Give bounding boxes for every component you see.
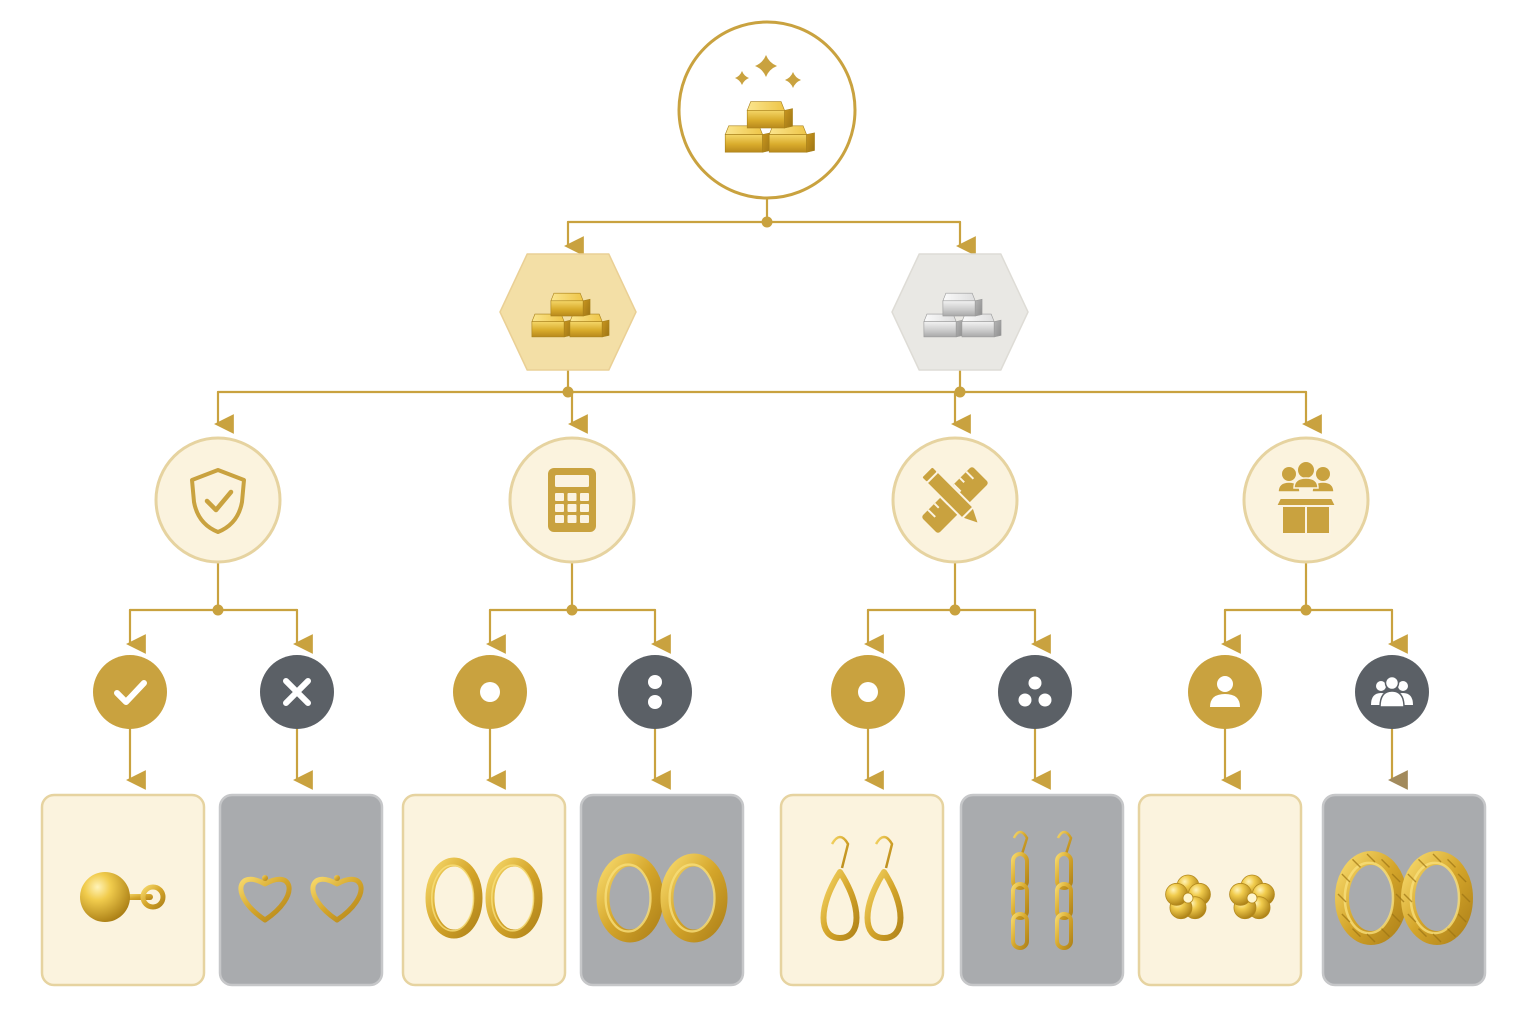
product-card bbox=[1137, 793, 1303, 987]
product-card bbox=[218, 793, 384, 987]
gold-bars-sparkles-icon bbox=[724, 55, 815, 153]
chain-link-earrings-image bbox=[1011, 830, 1073, 950]
three-dots-icon bbox=[1018, 676, 1052, 707]
option-node bbox=[618, 655, 692, 729]
twisted-hoop-earrings-image bbox=[1335, 851, 1473, 945]
criterion-node-design bbox=[891, 436, 1019, 564]
flower-stud-earrings-image bbox=[1165, 874, 1275, 920]
gold-bar bbox=[746, 101, 793, 129]
check-icon bbox=[114, 680, 147, 705]
option-node bbox=[93, 655, 167, 729]
gold-bars-icon bbox=[531, 292, 610, 338]
gold-bar bbox=[550, 292, 591, 317]
option-node bbox=[831, 655, 905, 729]
calculator-icon bbox=[548, 468, 596, 532]
teardrop-drop-earrings-image bbox=[820, 835, 904, 941]
product-card bbox=[779, 793, 945, 987]
people-group-icon bbox=[1371, 675, 1413, 708]
person-icon bbox=[1210, 676, 1240, 707]
product-card bbox=[579, 793, 745, 987]
ruler-pencil-icon bbox=[920, 465, 988, 533]
product-box-layer bbox=[40, 793, 1487, 987]
node-layer bbox=[93, 20, 1429, 729]
pencil-shape bbox=[920, 465, 981, 526]
two-dots-icon bbox=[648, 675, 662, 709]
sparkle-icon bbox=[785, 72, 801, 88]
sparkle-icon bbox=[755, 55, 777, 77]
shield-check-icon bbox=[190, 468, 246, 534]
heart-outline-earrings-image bbox=[238, 875, 364, 923]
ball-stud-earrings-image bbox=[80, 872, 166, 922]
product-card bbox=[959, 793, 1125, 987]
group-box-icon bbox=[1274, 462, 1338, 535]
metal-node-silver bbox=[891, 253, 1029, 371]
junction-dot bbox=[562, 386, 574, 398]
option-node bbox=[453, 655, 527, 729]
criterion-node-budget bbox=[508, 436, 636, 564]
product-card bbox=[40, 793, 206, 987]
product-card bbox=[1321, 793, 1487, 987]
metal-node-gold bbox=[499, 253, 637, 371]
gold-bar bbox=[569, 313, 610, 338]
junction-dot bbox=[954, 386, 966, 398]
option-node bbox=[1355, 655, 1429, 729]
x-icon bbox=[283, 678, 311, 706]
option-node bbox=[260, 655, 334, 729]
option-node bbox=[1188, 655, 1262, 729]
single-dot-icon bbox=[480, 682, 500, 702]
slim-hoop-earrings-image bbox=[425, 857, 543, 939]
gold-bar bbox=[961, 313, 1002, 338]
connector-layer bbox=[126, 196, 1408, 790]
chunky-hoop-earrings-image bbox=[596, 853, 728, 943]
option-node bbox=[998, 655, 1072, 729]
criterion-node-quality bbox=[154, 436, 282, 564]
gold-bar bbox=[768, 125, 815, 153]
product-card bbox=[401, 793, 567, 987]
silver-bars-icon bbox=[923, 292, 1002, 338]
gold-bar bbox=[942, 292, 983, 317]
root-node bbox=[677, 20, 857, 200]
criterion-node-audience bbox=[1242, 436, 1370, 564]
single-dot-icon bbox=[858, 682, 878, 702]
sparkle-icon bbox=[735, 71, 749, 85]
gold-bar bbox=[724, 125, 771, 153]
